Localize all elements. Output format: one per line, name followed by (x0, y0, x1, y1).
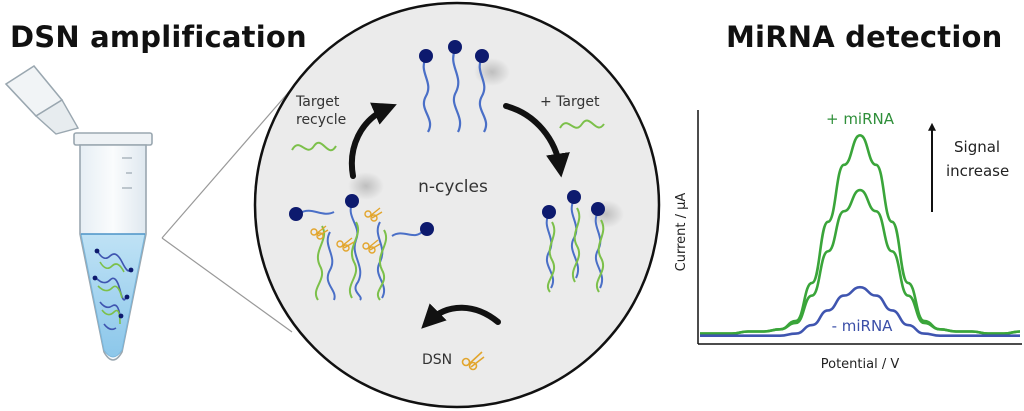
scissors-icon (310, 207, 383, 254)
x-axis-label: Potential / V (821, 357, 900, 372)
zoom-line-top (161, 85, 295, 239)
cycle-circle (253, 1, 661, 409)
minus-mirna-annotation: - miRNA (832, 317, 894, 335)
y-axis-label: Current / µA (674, 193, 689, 272)
cycle-arrow-icon (349, 102, 570, 329)
probe-group-top (419, 40, 510, 133)
mirna-detection-heading: MiRNA detection (726, 20, 1003, 54)
plus-target-label: + Target (540, 94, 600, 110)
series-line-2 (700, 285, 1020, 338)
microtube-icon (4, 64, 153, 361)
dsn-cleavage-group-left (289, 172, 434, 301)
target-recycle-label-line1: Target (295, 94, 340, 110)
signal-label: Signal (954, 138, 1000, 156)
n-cycles-label: n-cycles (418, 177, 488, 197)
target-recycle-label-line2: recycle (296, 112, 346, 128)
series-line-1 (699, 188, 1021, 335)
zoom-line-bottom (161, 237, 293, 333)
dsn-label: DSN (422, 352, 452, 368)
voltammogram-chart: Current / µA Potential / V + miRNA - miR… (674, 110, 1022, 372)
tube-dna-icon (92, 248, 134, 331)
plus-mirna-annotation: + miRNA (826, 110, 895, 128)
probe-target-duplex-right (542, 190, 624, 293)
dsn-amplification-heading: DSN amplification (10, 20, 307, 54)
target-strand-icon (291, 141, 337, 152)
increase-label: increase (946, 162, 1009, 180)
target-strand-icon-right (559, 119, 605, 129)
scissors-icon-dsn (461, 351, 485, 371)
